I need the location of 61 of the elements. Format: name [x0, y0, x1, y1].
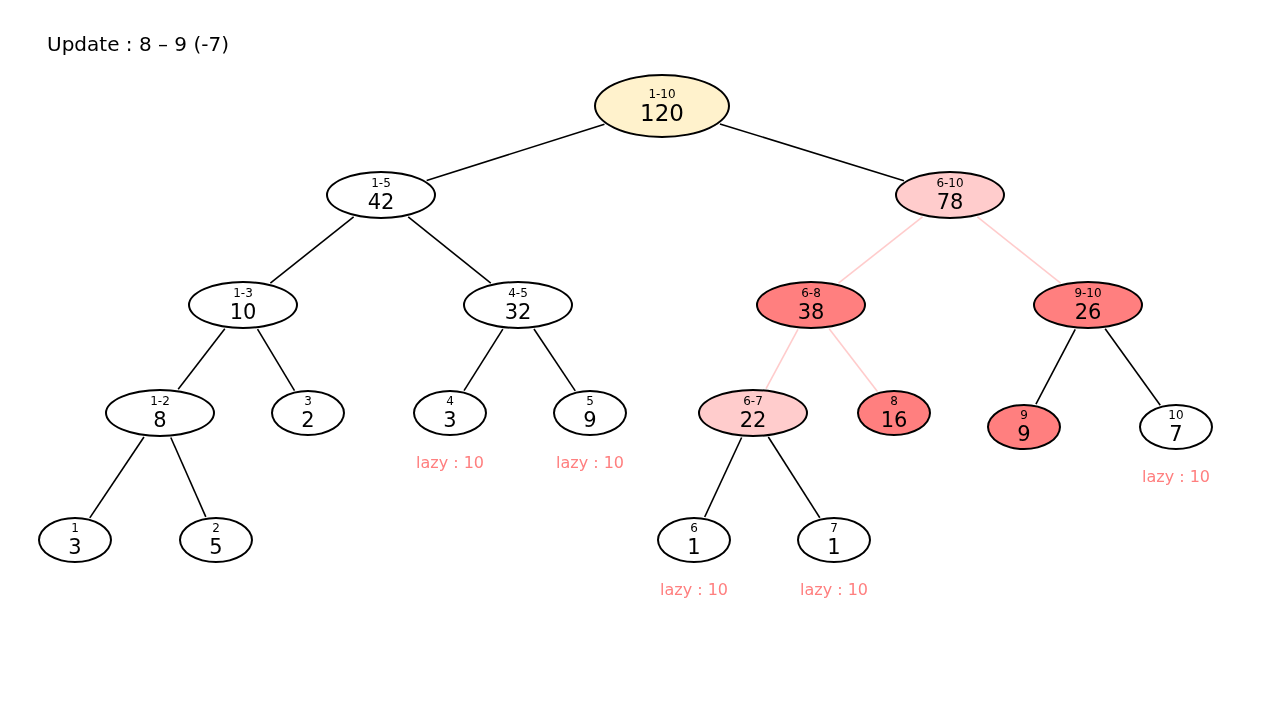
node-value: 3: [68, 534, 82, 559]
range-label: 8: [890, 394, 898, 408]
node-value: 7: [1169, 421, 1183, 446]
node-value: 9: [1017, 421, 1031, 446]
tree-edge: [1104, 328, 1162, 406]
node-value: 3: [443, 407, 457, 432]
tree-edge: [407, 216, 492, 284]
tree-edge: [828, 327, 879, 393]
tree-edge: [425, 123, 606, 182]
range-label: 1: [71, 521, 79, 535]
node-value: 16: [880, 407, 908, 432]
range-label: 3: [304, 394, 312, 408]
range-label: 9-10: [1074, 286, 1102, 300]
lazy-annotation: lazy : 10: [1142, 467, 1210, 486]
tree-edge: [1035, 328, 1077, 406]
tree-edge: [463, 328, 504, 392]
node-value: 1: [827, 534, 841, 559]
range-label: 6-8: [801, 286, 821, 300]
range-label: 7: [830, 521, 838, 535]
tree-edge: [976, 216, 1062, 284]
node-value: 9: [583, 407, 597, 432]
node-value: 8: [153, 407, 167, 432]
lazy-annotation: lazy : 10: [416, 453, 484, 472]
node-value: 2: [301, 407, 315, 432]
range-label: 6: [690, 521, 698, 535]
tree-edge: [767, 436, 821, 519]
tree-edge: [765, 328, 799, 390]
node-value: 26: [1074, 299, 1102, 324]
range-label: 10: [1168, 408, 1184, 422]
range-label: 2: [212, 521, 220, 535]
tree-edge: [703, 436, 743, 518]
tree-edge: [170, 436, 207, 518]
range-label: 4-5: [508, 286, 528, 300]
tree-edge: [177, 327, 226, 391]
range-label: 1-5: [371, 176, 391, 190]
tree-edge: [533, 328, 577, 392]
tree-edge: [269, 216, 355, 284]
tree-edge: [719, 123, 905, 182]
range-label: 4: [446, 394, 454, 408]
range-label: 1-2: [150, 394, 170, 408]
range-label: 5: [586, 394, 594, 408]
lazy-annotation: lazy : 10: [660, 580, 728, 599]
range-label: 1-3: [233, 286, 253, 300]
node-value: 22: [739, 407, 767, 432]
lazy-annotation: lazy : 10: [556, 453, 624, 472]
node-value: 5: [209, 534, 223, 559]
node-value: 78: [936, 189, 964, 214]
lazy-annotation: lazy : 10: [800, 580, 868, 599]
range-label: 6-7: [743, 394, 763, 408]
node-value: 38: [797, 299, 825, 324]
node-value: 32: [504, 299, 532, 324]
range-label: 6-10: [936, 176, 964, 190]
node-value: 120: [640, 100, 684, 125]
node-value: 42: [367, 189, 395, 214]
range-label: 1-10: [648, 87, 676, 101]
range-label: 9: [1020, 408, 1028, 422]
node-value: 10: [229, 299, 257, 324]
tree-edge: [256, 328, 296, 392]
node-value: 1: [687, 534, 701, 559]
tree-edge: [89, 436, 145, 519]
diagram-title: Update : 8 – 9 (-7): [47, 32, 229, 56]
